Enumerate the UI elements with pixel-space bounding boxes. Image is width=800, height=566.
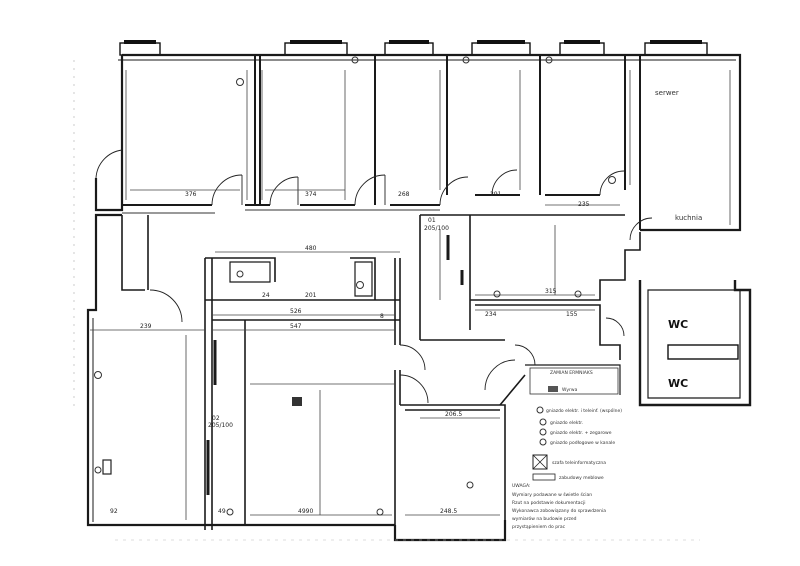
notes-line-4: przystąpieniem do prac bbox=[512, 524, 566, 530]
legend-item-1: gniazdo elektr. i teleinf. (wspólne) bbox=[546, 407, 622, 414]
notes-line-3: wymiarów na budowie przed bbox=[512, 515, 577, 522]
lower-rooms bbox=[400, 364, 621, 520]
socket-markers bbox=[94, 56, 616, 516]
legend-item-4: gniazdo podłogowe w kanale bbox=[550, 440, 615, 446]
dim-left-1: 239 bbox=[140, 323, 152, 330]
door-01-size: 205/100 bbox=[424, 225, 449, 232]
outer-walls bbox=[86, 53, 742, 542]
top-windows bbox=[119, 40, 708, 56]
top-office-walls bbox=[122, 55, 641, 230]
dim-misc-2: 24 bbox=[262, 292, 270, 299]
dim-left-3: 547 bbox=[290, 323, 302, 330]
legend-title: ZAMIAN ERMNIAKS bbox=[550, 370, 593, 376]
wc-block: WC WC bbox=[638, 280, 752, 407]
door-02-size: 205/100 bbox=[208, 422, 233, 429]
dimension-lines bbox=[90, 70, 731, 520]
dim-corridor-3: 234 bbox=[485, 311, 497, 318]
notes: UWAGA: Wymiary podawane w świetle ścian … bbox=[512, 483, 606, 530]
corridor-walls bbox=[121, 214, 641, 530]
dim-corridor-2: 315 bbox=[545, 288, 557, 295]
dim-top-5: 235 bbox=[578, 201, 590, 208]
wall-details bbox=[206, 235, 464, 495]
dim-corridor-4: 155 bbox=[566, 311, 578, 318]
wc-top-label: WC bbox=[668, 318, 688, 331]
legend-item-0: Wyrwa bbox=[562, 387, 578, 393]
dim-misc-3: 8 bbox=[380, 313, 384, 320]
door-02-code: 02 bbox=[212, 415, 220, 422]
room-kuchnia-label: kuchnia bbox=[675, 214, 702, 222]
notes-line-1: Rzut na podstawie dokumentacji bbox=[512, 500, 585, 506]
dim-corridor-1: 480 bbox=[305, 245, 317, 252]
dim-misc-1: 201 bbox=[305, 292, 317, 299]
dim-misc-5: 49 bbox=[218, 508, 226, 515]
dim-top-3: 268 bbox=[398, 191, 410, 198]
legend-item-6: zabudowy meblowe bbox=[559, 475, 604, 481]
notes-title: UWAGA: bbox=[512, 483, 531, 489]
notes-line-0: Wymiary podawane w świetle ścian bbox=[512, 491, 592, 498]
dim-top-4: 291 bbox=[490, 191, 502, 198]
legend-item-3: gniazdo elektr. + zegarowe bbox=[550, 430, 612, 436]
door-01-code: 01 bbox=[428, 217, 436, 224]
legend-item-5: szafa teleinformatyczna bbox=[552, 460, 606, 466]
notes-line-2: Wykonawca zobowiązany do sprawdzenia bbox=[512, 508, 606, 514]
dim-left-2: 526 bbox=[290, 308, 302, 315]
legend: ZAMIAN ERMNIAKS Wyrwa gniazdo elektr. i … bbox=[529, 367, 622, 481]
dim-top-2: 374 bbox=[305, 191, 317, 198]
dim-bottom-3: 248.5 bbox=[440, 508, 457, 515]
dim-misc-4: 92 bbox=[110, 508, 118, 515]
dim-bottom-1: 4990 bbox=[298, 508, 313, 515]
dimension-labels: 376 374 268 291 235 239 526 547 480 315 … bbox=[110, 191, 590, 515]
wc-bottom-label: WC bbox=[668, 377, 688, 390]
legend-item-2: gniazdo elektr. bbox=[550, 420, 583, 426]
door-swings bbox=[95, 149, 653, 404]
room-serwer-label: serwer bbox=[655, 89, 679, 97]
dim-top-1: 376 bbox=[185, 191, 197, 198]
dim-bottom-2: 206.5 bbox=[445, 411, 462, 418]
